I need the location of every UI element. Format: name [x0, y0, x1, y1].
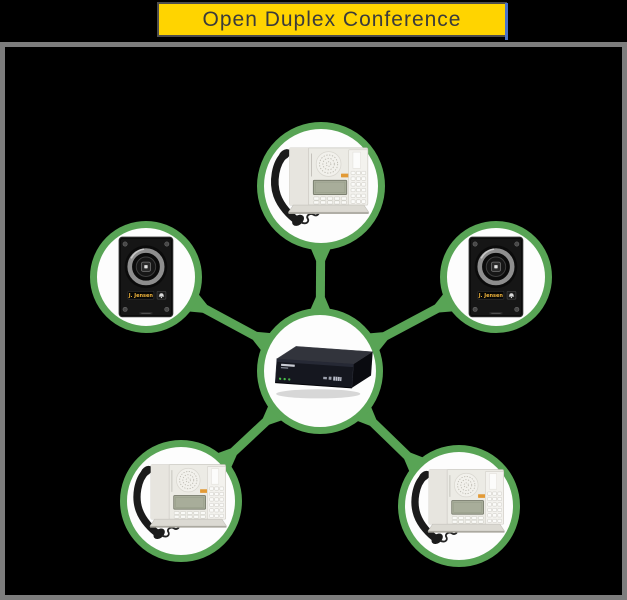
speaker-grille-icon: [176, 467, 201, 493]
phone-base: [149, 518, 228, 528]
desk-phone-device: [133, 464, 228, 540]
handset-icon: [411, 470, 464, 545]
svg-text:J. Jensen: J. Jensen: [128, 293, 154, 299]
lcd-display: [312, 179, 348, 195]
bell-icon: [508, 293, 515, 297]
function-buttons: [313, 196, 347, 205]
svg-text:J. Jensen: J. Jensen: [478, 293, 504, 299]
function-buttons: [173, 511, 206, 519]
model-marking: [139, 312, 153, 315]
node-phone-bottom-right: [398, 445, 520, 567]
function-buttons: [451, 516, 484, 524]
phone-base: [287, 204, 370, 214]
exchange-server-device: [274, 346, 374, 399]
brand-label: [341, 173, 350, 178]
call-button: [140, 261, 151, 272]
lcd-display: [451, 500, 484, 515]
phone-base: [427, 523, 506, 533]
name-display: J. Jensen: [477, 290, 505, 300]
node-intercom-right: J. Jensen: [440, 221, 552, 333]
speaker-grille-icon: [454, 472, 479, 498]
server-box: [274, 346, 374, 389]
link-hub-phone-bottom-left: [216, 404, 284, 470]
desk-phone-device: [411, 469, 506, 545]
lcd-display: [173, 495, 206, 510]
desk-phone-device: [271, 147, 370, 226]
link-hub-intercom-right: [368, 292, 455, 352]
keypad-panel: [348, 149, 369, 206]
brand-label: [200, 489, 209, 493]
keypad-panel: [484, 471, 504, 525]
keypad-panel: [206, 466, 226, 520]
handset-icon: [133, 465, 186, 540]
node-hub: [257, 308, 383, 434]
intercom-panel-device: J. Jensen: [118, 236, 174, 318]
link-hub-phone-top: [309, 246, 332, 312]
node-phone-top: [257, 122, 385, 250]
link-hub-intercom-left: [187, 293, 273, 352]
bell-icon: [158, 293, 165, 297]
page-title: Open Duplex Conference: [202, 7, 462, 31]
node-intercom-left: J. Jensen: [90, 221, 202, 333]
corner-screw-icons: [122, 241, 170, 312]
speaker-grille-icon: [315, 151, 342, 177]
selection-artifact-line: [505, 3, 508, 40]
title-banner: Open Duplex Conference: [157, 2, 507, 37]
front-panel-markings: [280, 363, 342, 382]
link-hub-phone-bottom-right: [355, 405, 425, 474]
bell-button: [156, 290, 167, 300]
status-led-icons: [278, 377, 291, 381]
brand-label: [478, 494, 487, 498]
bell-button: [506, 290, 517, 300]
corner-screw-icons: [472, 241, 520, 312]
node-phone-bottom-left: [120, 440, 242, 562]
name-display: J. Jensen: [127, 290, 155, 300]
intercom-panel-device: J. Jensen: [468, 236, 524, 318]
model-marking: [489, 312, 503, 315]
call-button: [490, 261, 501, 272]
